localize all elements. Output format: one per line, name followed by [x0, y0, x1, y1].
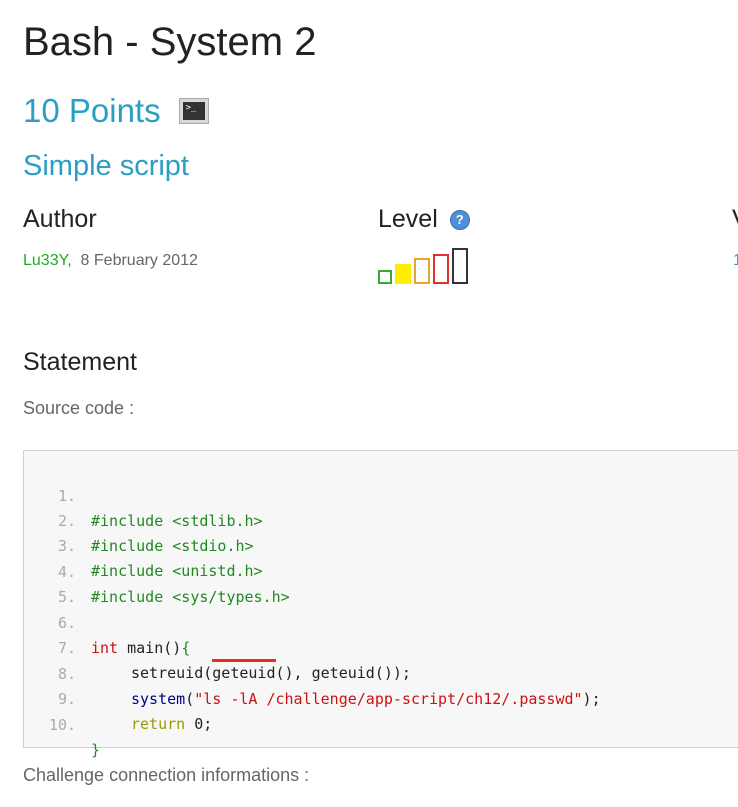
line-number: 4. — [57, 563, 76, 581]
statement-heading: Statement — [23, 348, 137, 376]
source-code-label: Source code : — [23, 398, 135, 418]
code-text: #include <stdio.h> — [91, 537, 254, 555]
truncated-column-label: V — [732, 205, 738, 234]
line-number: 7. — [57, 639, 76, 657]
challenge-subtitle: Simple script — [23, 150, 189, 182]
code-keyword: int — [91, 639, 119, 657]
author-date: 8 February 2012 — [80, 252, 198, 269]
page-title: Bash - System 2 — [23, 20, 317, 64]
code-line: 10. } — [24, 688, 100, 759]
line-number: 1. — [57, 487, 76, 505]
author-label: Author — [23, 205, 97, 233]
level-box-1[interactable] — [378, 270, 392, 284]
code-text: #include <unistd.h> — [91, 562, 263, 580]
connection-info-label: Challenge connection informations : — [23, 765, 310, 785]
level-box-5[interactable] — [452, 248, 468, 284]
code-plain: ); — [582, 690, 601, 708]
code-line: 2. #include <stdio.h> — [24, 484, 254, 555]
level-box-4[interactable] — [433, 254, 449, 284]
code-keyword: return — [131, 715, 186, 733]
code-line: 9. return 0; — [24, 662, 212, 733]
code-plain: (geteuid(), geteuid()); — [203, 664, 411, 682]
code-text: return 0; — [131, 712, 212, 737]
code-line: 3. #include <unistd.h> — [24, 509, 263, 580]
help-icon[interactable]: ? — [449, 209, 470, 230]
code-text: #include <stdlib.h> — [91, 512, 263, 530]
level-label-text: Level — [378, 205, 438, 233]
line-number: 9. — [57, 690, 76, 708]
code-text: } — [91, 741, 101, 759]
level-box-2[interactable] — [395, 264, 411, 284]
line-number: 5. — [57, 588, 76, 606]
line-number: 8. — [57, 665, 76, 683]
code-line: 7. setreuid(geteuid(), geteuid()); — [24, 611, 411, 682]
author-link[interactable]: Lu33Y — [23, 252, 68, 269]
code-string: "ls -lA /challenge/app-script/ch12/.pass… — [194, 690, 583, 708]
line-number: 6. — [57, 614, 76, 632]
author-separator: , — [67, 252, 72, 269]
code-line: 6. int main(){ — [24, 586, 190, 657]
code-line: 8. system("ls -lA /challenge/app-script/… — [24, 637, 601, 708]
difficulty-level — [378, 248, 471, 284]
line-number: 2. — [57, 512, 76, 530]
code-text: setreuid(geteuid(), geteuid()); — [131, 661, 411, 686]
line-number: 10. — [48, 716, 76, 734]
truncated-column-value[interactable]: 1 — [733, 252, 738, 269]
code-line: 5. — [24, 560, 76, 606]
highlight-underline — [212, 659, 276, 662]
points-text: 10 Points — [23, 92, 161, 129]
terminal-icon: >_ — [178, 98, 209, 124]
code-brace: { — [181, 639, 191, 657]
author-info: Lu33Y, 8 February 2012 — [23, 252, 198, 270]
code-function: system — [131, 690, 186, 708]
line-number: 3. — [57, 537, 76, 555]
code-function: setreuid — [131, 664, 204, 682]
level-label: Level ? — [378, 205, 470, 234]
code-block: 1. #include <stdlib.h> 2. #include <stdi… — [23, 450, 738, 759]
code-line: 4. #include <sys/types.h> — [24, 535, 290, 606]
points-value: 10 Points >_ — [23, 92, 209, 130]
level-box-3[interactable] — [414, 258, 430, 284]
code-plain: ; — [203, 715, 213, 733]
code-text: system("ls -lA /challenge/app-script/ch1… — [131, 687, 601, 712]
code-plain: main() — [118, 639, 182, 657]
code-number: 0 — [185, 715, 204, 733]
code-text: #include <sys/types.h> — [91, 588, 290, 606]
code-text: int main(){ — [91, 636, 190, 661]
code-line: 1. #include <stdlib.h> — [24, 459, 263, 530]
code-plain: ( — [185, 690, 195, 708]
